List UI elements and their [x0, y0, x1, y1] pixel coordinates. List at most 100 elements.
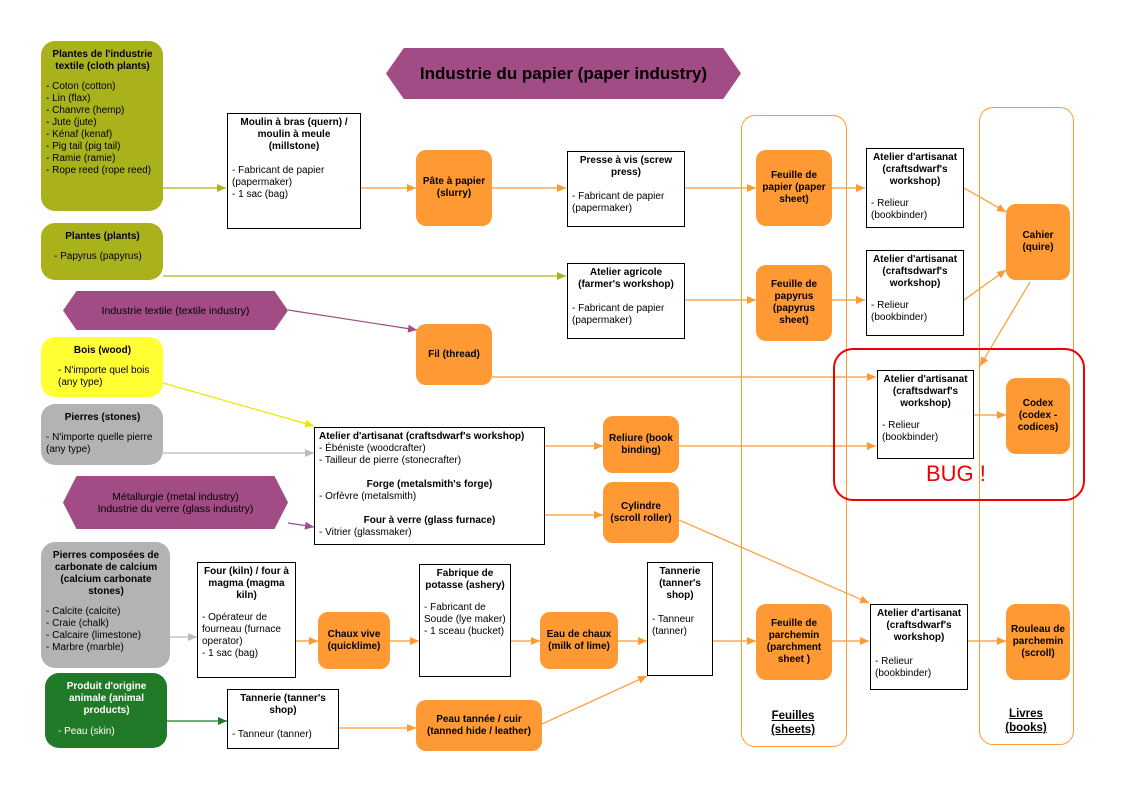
- list-item: - Fabricant de papier (papermaker): [232, 165, 325, 188]
- list-item: - Relieur (bookbinder): [875, 656, 932, 679]
- list-item: - Kénaf (kenaf): [46, 129, 113, 140]
- process-potasse-title: Fabrique de potasse (ashery): [425, 568, 505, 591]
- industry-textile: Industrie textile (textile industry): [63, 291, 288, 330]
- arrow-textileind-to-fil: [287, 309, 418, 333]
- list-item: - Ébéniste (woodcrafter): [319, 443, 426, 454]
- process-potasse: Fabrique de potasse (ashery) - Fabricant…: [419, 564, 511, 677]
- process-big-title-3: Four à verre (glass furnace): [363, 515, 496, 526]
- process-craft-scroll-title: Atelier d'artisanat (craftsdwarf's works…: [876, 608, 962, 643]
- process-presse-title: Presse à vis (screw press): [579, 155, 673, 178]
- process-craft-papyrus-title: Atelier d'artisanat (craftsdwarf's works…: [872, 254, 958, 289]
- list-item: - Lin (flax): [46, 93, 91, 104]
- industry-glass-label: Industrie du verre (glass industry): [97, 502, 254, 515]
- process-big-title-1: Atelier d'artisanat (craftsdwarf's works…: [319, 431, 525, 442]
- list-item: - Vitrier (glassmaker): [319, 527, 412, 538]
- source-textile-plants-title: Plantes de l'industrie textile (cloth pl…: [52, 49, 153, 72]
- list-item: - Tanneur (tanner): [652, 614, 695, 637]
- source-textile-plants: Plantes de l'industrie textile (cloth pl…: [41, 41, 163, 211]
- list-item: - Calcite (calcite): [46, 606, 121, 617]
- process-four: Four (kiln) / four à magma (magma kiln) …: [197, 562, 296, 678]
- source-plants: Plantes (plants) - Papyrus (papyrus): [41, 223, 163, 280]
- process-craft-codex: Atelier d'artisanat (craftsdwarf's works…: [877, 370, 974, 459]
- list-item: - Orfèvre (metalsmith): [319, 491, 417, 502]
- source-wood: Bois (wood) - N'importe quel bois (any t…: [41, 337, 163, 397]
- product-peau-tannee: Peau tannée / cuir (tanned hide / leathe…: [416, 700, 542, 751]
- product-eau-chaux: Eau de chaux (milk of lime): [540, 612, 618, 669]
- list-item: - Fabricant de papier (papermaker): [572, 303, 665, 326]
- column-feuilles: [741, 115, 847, 747]
- process-agricole-title: Atelier agricole (farmer's workshop): [578, 267, 674, 290]
- arrow-metal-to-big: [287, 521, 315, 530]
- list-item: - Marbre (marble): [46, 642, 124, 653]
- product-cylindre: Cylindre (scroll roller): [603, 482, 679, 543]
- list-item: - Fabricant de papier (papermaker): [572, 191, 665, 214]
- source-animal-products: Produit d'origine animale (animal produc…: [45, 673, 167, 748]
- list-item: - 1 sac (bag): [202, 648, 259, 659]
- process-tannerie-hide: Tannerie (tanner's shop) - Tanneur (tann…: [227, 689, 339, 749]
- product-pate: Pâte à papier (slurry): [416, 150, 492, 226]
- list-item: - Coton (cotton): [46, 81, 116, 92]
- arrow-craft2-to-cahier: [963, 269, 1007, 301]
- product-feuille-papyrus: Feuille de papyrus (papyrus sheet): [756, 265, 832, 341]
- list-item: - 1 sac (bag): [232, 189, 289, 200]
- product-feuille-papier: Feuille de papier (paper sheet): [756, 150, 832, 226]
- process-craft-codex-title: Atelier d'artisanat (craftsdwarf's works…: [883, 374, 968, 409]
- process-tannerie-hide-title: Tannerie (tanner's shop): [240, 693, 326, 716]
- process-craft-scroll: Atelier d'artisanat (craftsdwarf's works…: [870, 604, 968, 690]
- source-animal-title: Produit d'origine animale (animal produc…: [66, 681, 147, 716]
- process-atelier-agricole: Atelier agricole (farmer's workshop) - F…: [567, 263, 685, 339]
- product-chaux-vive: Chaux vive (quicklime): [318, 612, 390, 669]
- bug-label: BUG !: [926, 461, 986, 486]
- process-moulin: Moulin à bras (quern) / moulin à meule (…: [227, 113, 361, 229]
- list-item: - Tailleur de pierre (stonecrafter): [319, 455, 462, 466]
- arrow-craft1-to-cahier: [963, 187, 1007, 213]
- list-item: - Fabricant de Soude (lye maker): [424, 602, 506, 625]
- process-moulin-title: Moulin à bras (quern) / moulin à meule (…: [240, 117, 348, 152]
- arrow-wood-to-big: [162, 382, 315, 428]
- list-item: - Rope reed (rope reed): [46, 165, 152, 176]
- product-fil: Fil (thread): [416, 324, 492, 385]
- list-item: - N'importe quelle pierre (any type): [46, 432, 153, 455]
- list-item: - Jute (jute): [46, 117, 97, 128]
- source-wood-title: Bois (wood): [73, 345, 132, 356]
- source-plants-title: Plantes (plants): [65, 231, 140, 242]
- process-big-title-2: Forge (metalsmith's forge): [366, 479, 493, 490]
- page-title: Industrie du papier (paper industry): [386, 48, 741, 99]
- product-codex: Codex (codex - codices): [1006, 378, 1070, 454]
- process-craft-papyrus: Atelier d'artisanat (craftsdwarf's works…: [866, 250, 964, 336]
- column-feuilles-label: Feuilles (sheets): [770, 710, 816, 736]
- list-item: - Opérateur de fourneau (furnace operato…: [202, 612, 281, 647]
- list-item: - Ramie (ramie): [46, 153, 116, 164]
- process-tannerie-parchment-title: Tannerie (tanner's shop): [659, 566, 701, 601]
- product-cahier: Cahier (quire): [1006, 204, 1070, 280]
- list-item: - Relieur (bookbinder): [871, 198, 928, 221]
- process-big-workshops: Atelier d'artisanat (craftsdwarf's works…: [314, 427, 545, 545]
- process-craft-paper-title: Atelier d'artisanat (craftsdwarf's works…: [872, 152, 958, 187]
- arrow-cylindre-to-craft4: [678, 519, 870, 604]
- list-item: - Calcaire (limestone): [46, 630, 142, 641]
- product-feuille-parchemin: Feuille de parchemin (parchment sheet ): [756, 604, 832, 680]
- source-stones-title: Pierres (stones): [64, 412, 141, 423]
- list-item: - Chanvre (hemp): [46, 105, 125, 116]
- list-item: - Relieur (bookbinder): [871, 300, 928, 323]
- list-item: - Tanneur (tanner): [232, 729, 312, 740]
- arrow-cahier-to-craft3: [979, 281, 1031, 367]
- source-stones: Pierres (stones) - N'importe quelle pier…: [41, 404, 163, 465]
- list-item: - Craie (chalk): [46, 618, 109, 629]
- product-reliure: Reliure (book binding): [603, 416, 679, 473]
- list-item: - Peau (skin): [58, 726, 115, 737]
- industry-metal-label: Métallurgie (metal industry): [112, 490, 239, 503]
- process-tannerie-parchment: Tannerie (tanner's shop) - Tanneur (tann…: [647, 562, 713, 676]
- process-four-title: Four (kiln) / four à magma (magma kiln): [204, 566, 289, 601]
- list-item: - 1 sceau (bucket): [424, 626, 505, 637]
- column-livres-label: Livres (books): [1005, 708, 1047, 734]
- arrow-peau-to-tannerie2: [541, 675, 648, 725]
- column-livres: [979, 107, 1074, 745]
- list-item: - Relieur (bookbinder): [882, 420, 939, 443]
- industry-metal-glass: Métallurgie (metal industry) Industrie d…: [63, 476, 288, 529]
- bug-highlight: [833, 348, 1085, 501]
- process-craft-paper: Atelier d'artisanat (craftsdwarf's works…: [866, 148, 964, 228]
- list-item: - Papyrus (papyrus): [54, 251, 142, 262]
- source-calcium-stones: Pierres composées de carbonate de calciu…: [41, 542, 170, 668]
